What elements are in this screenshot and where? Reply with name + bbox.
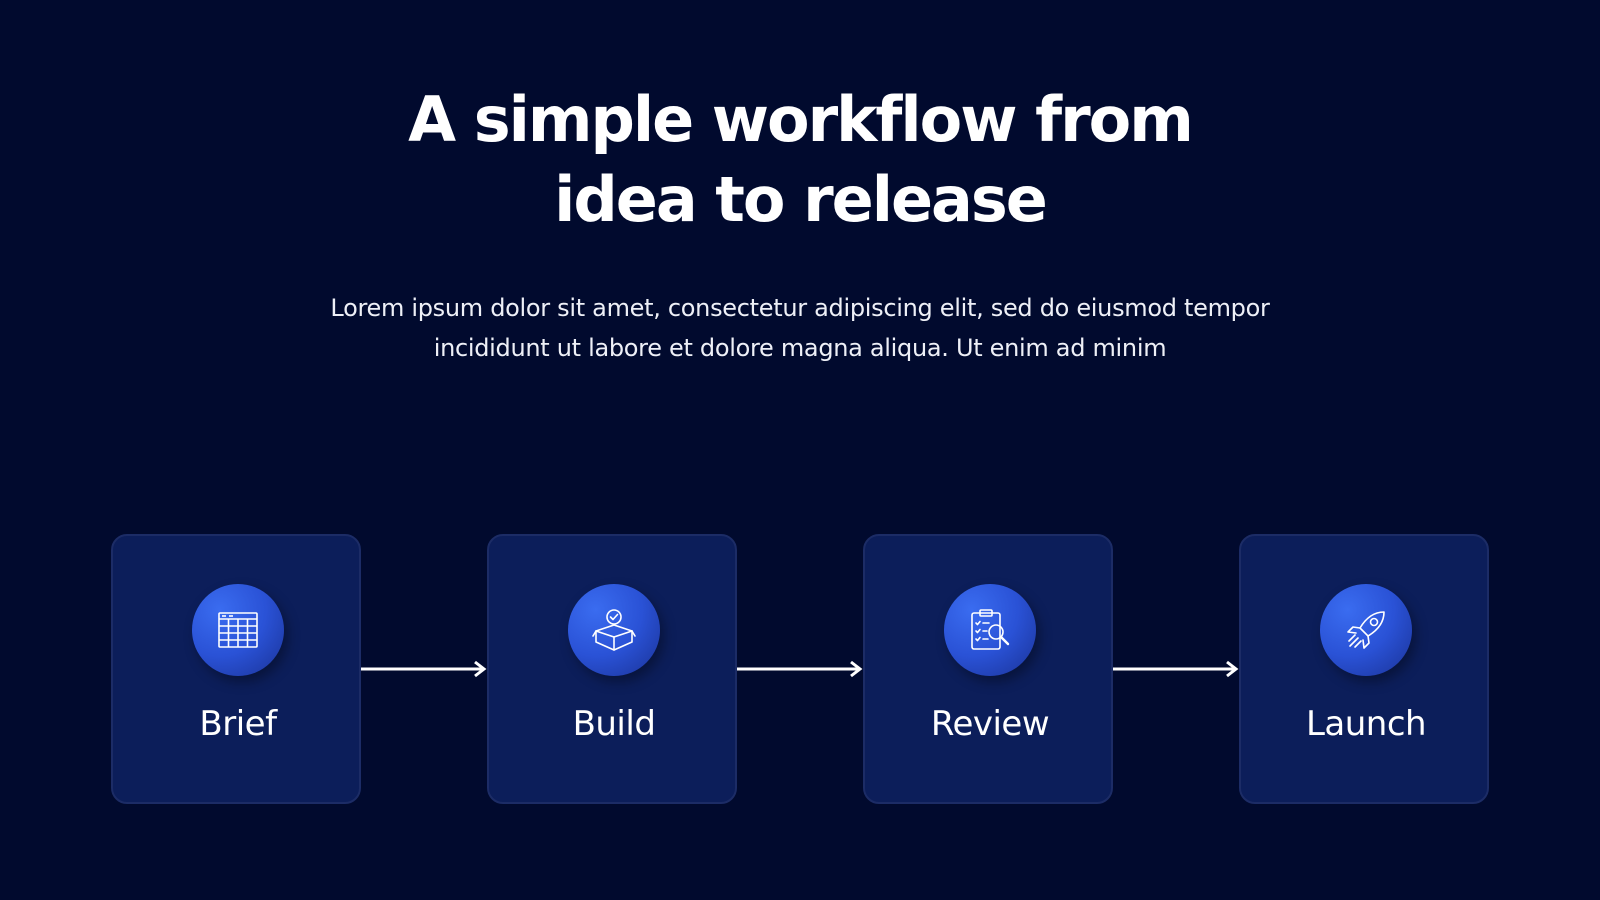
step-card-brief: Brief — [111, 534, 361, 804]
step-card-launch: Launch — [1239, 534, 1489, 804]
title-line-1: A simple workflow from — [408, 83, 1194, 156]
step-label: Review — [930, 704, 1050, 744]
title-line-2: idea to release — [554, 163, 1048, 236]
spreadsheet-icon — [218, 612, 258, 648]
flow-arrow — [361, 660, 487, 678]
description-line-1: Lorem ipsum dolor sit amet, consectetur … — [330, 294, 1270, 322]
flow-arrow — [1113, 660, 1239, 678]
description-line-2: incididunt ut labore et dolore magna ali… — [433, 334, 1167, 362]
flow-arrow — [737, 660, 863, 678]
step-icon-badge — [192, 584, 284, 676]
step-label: Brief — [199, 704, 277, 744]
clipboard-search-icon — [971, 609, 1010, 650]
step-label: Launch — [1305, 704, 1427, 744]
step-card-review: Review — [863, 534, 1113, 804]
step-card-build: Build — [487, 534, 737, 804]
step-icon-badge — [568, 584, 660, 676]
step-icon-badge — [944, 584, 1036, 676]
rocket-icon — [1347, 611, 1385, 649]
package-check-icon — [592, 609, 636, 651]
page-description: Lorem ipsum dolor sit amet, consectetur … — [300, 288, 1300, 368]
step-label: Build — [572, 704, 656, 744]
step-icon-badge — [1320, 584, 1412, 676]
page-title: A simple workflow from idea to release — [0, 80, 1600, 240]
